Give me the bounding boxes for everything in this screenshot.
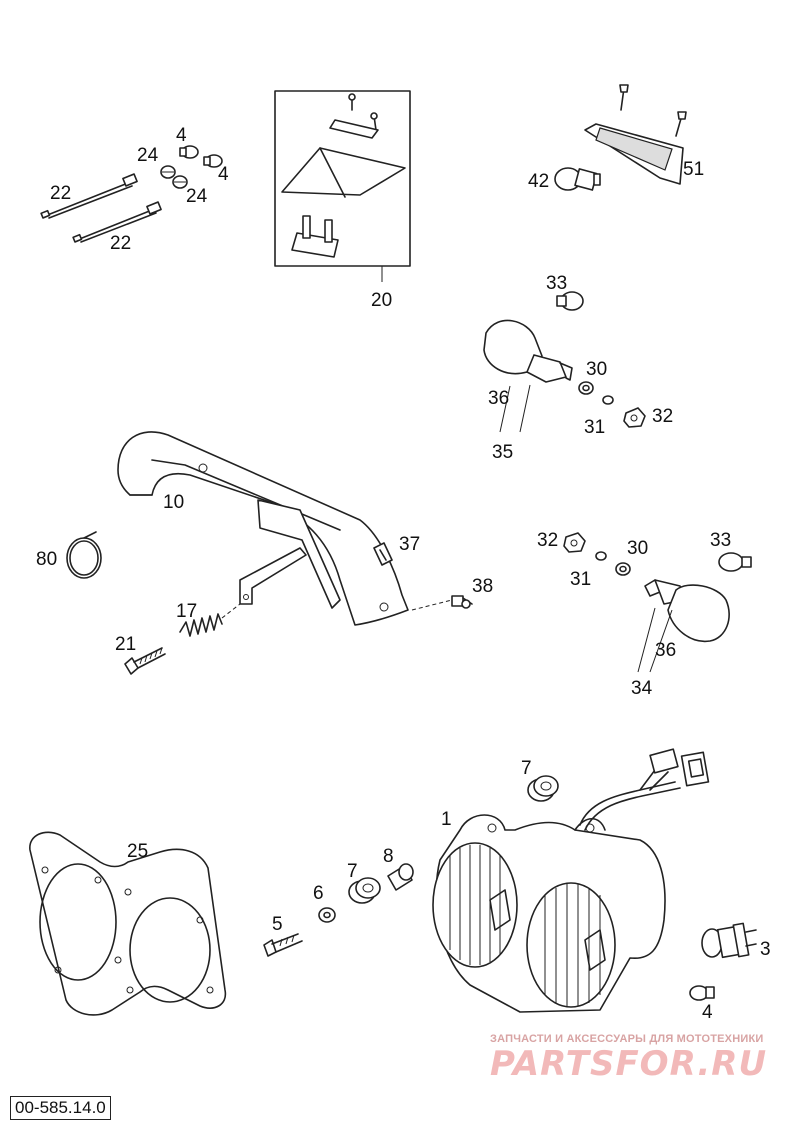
label-7-b: 7 bbox=[347, 861, 358, 882]
nut-32-upper bbox=[623, 407, 646, 428]
label-7-a: 7 bbox=[521, 758, 532, 779]
label-30-a: 30 bbox=[586, 359, 607, 380]
label-25: 25 bbox=[127, 841, 148, 862]
leader-38-dashed bbox=[411, 599, 453, 611]
sleeve-8 bbox=[387, 863, 414, 891]
label-20: 20 bbox=[371, 290, 392, 311]
leader-35 bbox=[499, 384, 531, 433]
wire-harness-22 bbox=[40, 173, 162, 243]
bulb-socket-24-upper bbox=[160, 165, 176, 179]
headlight-mask-25 bbox=[29, 831, 227, 1016]
connector-plugs bbox=[639, 748, 710, 791]
grommet-7-upper bbox=[527, 775, 559, 802]
washer-6 bbox=[318, 907, 336, 923]
label-80: 80 bbox=[36, 549, 57, 570]
bulb-3 bbox=[701, 922, 757, 959]
label-31-b: 31 bbox=[570, 569, 591, 590]
label-17: 17 bbox=[176, 601, 197, 622]
washer-30-lower bbox=[615, 562, 631, 576]
label-24-b: 24 bbox=[186, 186, 208, 207]
taillight-51 bbox=[584, 84, 687, 185]
label-30-b: 30 bbox=[627, 538, 648, 559]
diagram-code: 00-585.14.0 bbox=[10, 1096, 111, 1120]
label-4-a: 4 bbox=[176, 125, 187, 146]
label-8: 8 bbox=[383, 846, 394, 867]
watermark-brand: PARTSFOR.RU bbox=[490, 1044, 768, 1084]
label-22-a: 22 bbox=[50, 183, 71, 204]
indicator-36-upper bbox=[483, 319, 573, 383]
label-36-b: 36 bbox=[655, 640, 676, 661]
bolt-38 bbox=[451, 595, 473, 609]
washer-30-upper bbox=[578, 381, 594, 395]
label-31-a: 31 bbox=[584, 417, 605, 438]
label-4-b: 4 bbox=[218, 164, 229, 185]
clip-37 bbox=[373, 542, 393, 566]
indicator-36-lower bbox=[644, 579, 730, 643]
label-33-b: 33 bbox=[710, 530, 731, 551]
label-5: 5 bbox=[272, 914, 283, 935]
bulb-4-lower bbox=[203, 154, 223, 168]
bulb-socket-24-lower bbox=[172, 175, 188, 189]
bolt-21 bbox=[124, 647, 166, 675]
label-33-a: 33 bbox=[546, 273, 567, 294]
nut-32-lower bbox=[563, 532, 586, 553]
bulb-4-upper bbox=[179, 145, 199, 159]
label-3: 3 bbox=[760, 939, 771, 960]
label-35: 35 bbox=[492, 442, 513, 463]
label-24-a: 24 bbox=[137, 145, 159, 166]
bolt-5 bbox=[263, 933, 303, 957]
label-32-b: 32 bbox=[537, 530, 558, 551]
watermark-tagline: ЗАПЧАСТИ И АКСЕССУАРЫ ДЛЯ МОТОТЕХНИКИ bbox=[490, 1033, 764, 1045]
label-1: 1 bbox=[441, 809, 452, 830]
leader-34 bbox=[637, 607, 673, 673]
leader-17-dashed bbox=[221, 603, 241, 619]
label-36-a: 36 bbox=[488, 388, 509, 409]
bulb-42 bbox=[554, 167, 601, 191]
label-34: 34 bbox=[631, 678, 653, 699]
label-38: 38 bbox=[472, 576, 493, 597]
headlight-1 bbox=[432, 781, 681, 1013]
label-10: 10 bbox=[163, 492, 184, 513]
label-4-c: 4 bbox=[702, 1002, 713, 1023]
label-21: 21 bbox=[115, 634, 136, 655]
bulb-4-bottom bbox=[689, 985, 715, 1001]
clamp-80 bbox=[66, 531, 102, 579]
label-37: 37 bbox=[399, 534, 420, 555]
bracket-10 bbox=[117, 431, 409, 626]
label-51: 51 bbox=[683, 159, 704, 180]
license-light-kit-20 bbox=[274, 90, 411, 282]
washer-31-lower bbox=[595, 551, 607, 561]
label-32-a: 32 bbox=[652, 406, 673, 427]
grommet-7-lower bbox=[348, 877, 381, 904]
indicator-bulb-33-lower bbox=[718, 552, 752, 572]
washer-31-upper bbox=[602, 395, 614, 405]
indicator-bulb-33-upper bbox=[556, 291, 584, 311]
label-22-b: 22 bbox=[110, 233, 131, 254]
label-6: 6 bbox=[313, 883, 324, 904]
label-42: 42 bbox=[528, 171, 549, 192]
spring-17 bbox=[179, 613, 223, 637]
